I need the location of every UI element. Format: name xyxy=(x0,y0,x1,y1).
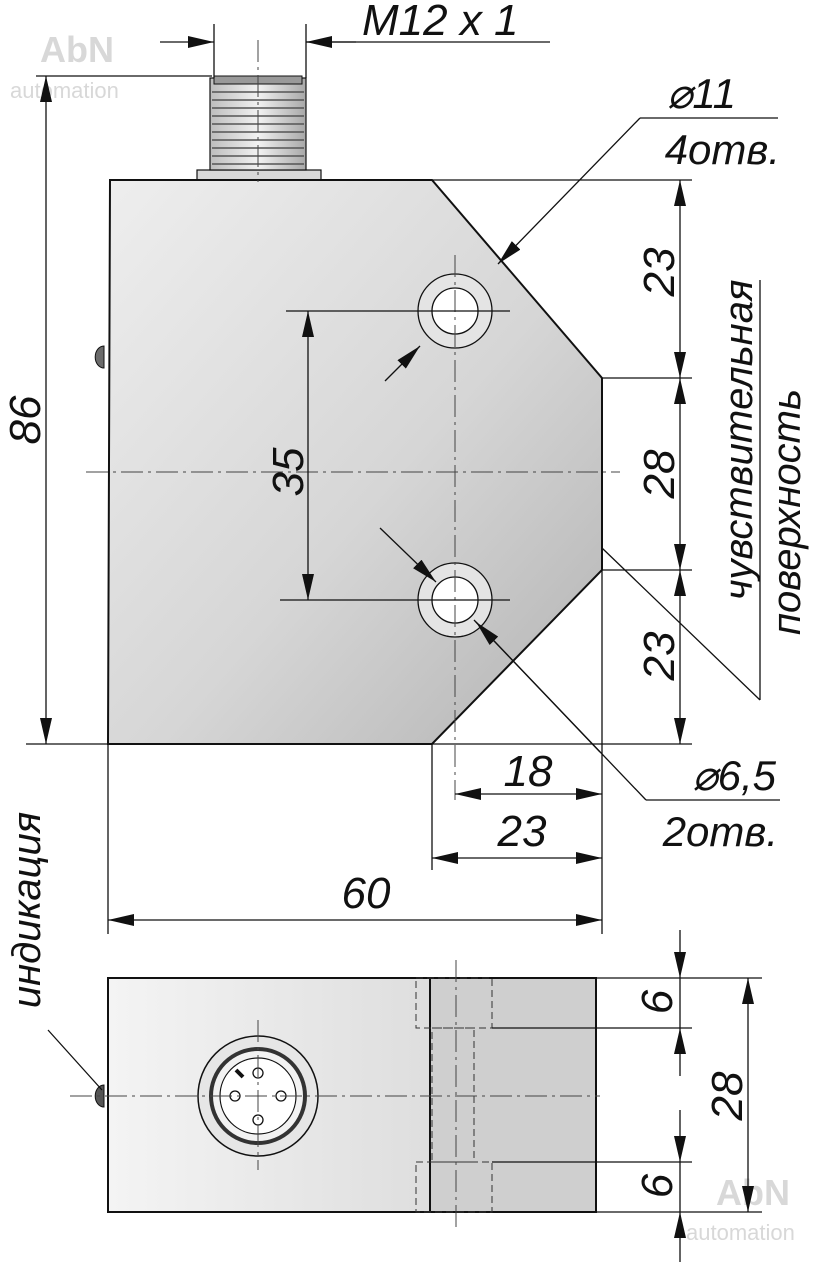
sensing-face-bottom xyxy=(429,977,597,1213)
label-bottom-18: 18 xyxy=(504,747,553,796)
leader-lines xyxy=(379,117,780,801)
label-bottom-23: 23 xyxy=(497,807,547,856)
label-hole-spacing-35: 35 xyxy=(264,447,313,496)
label-width-60: 60 xyxy=(342,869,391,918)
watermark-tagline-2: automation xyxy=(686,1220,795,1245)
indication-leader xyxy=(47,1029,103,1091)
sensor-body-front xyxy=(106,179,603,745)
label-height-86: 86 xyxy=(1,395,50,444)
dimension-lines xyxy=(40,36,686,926)
mounting-hole-upper xyxy=(417,273,493,349)
label-hole-count-4: 4отв. xyxy=(665,126,780,173)
label-thread: M12 x 1 xyxy=(362,0,519,45)
watermark-brand-2: AbN xyxy=(716,1172,790,1213)
label-right-bottom-23: 23 xyxy=(635,631,684,681)
watermark-tagline: automation xyxy=(10,78,119,103)
hidden-holes xyxy=(415,977,493,1213)
connector xyxy=(196,75,322,183)
label-hole-diameter-6-5: ⌀6,5 xyxy=(692,752,776,799)
label-sensing-surface-1: чувствительная xyxy=(717,280,761,601)
label-side-bottom-6: 6 xyxy=(633,1173,682,1198)
watermark-brand: AbN xyxy=(40,29,114,70)
indicator-led xyxy=(94,345,105,369)
label-sensing-surface-2: поверхность xyxy=(765,389,809,635)
label-right-middle-28: 28 xyxy=(635,449,684,499)
sensor-body-bottom xyxy=(107,977,431,1213)
watermark-bottom: AbN automation xyxy=(686,1172,795,1245)
label-right-top-23: 23 xyxy=(635,247,684,297)
label-side-28: 28 xyxy=(703,1071,752,1121)
label-hole-count-2: 2отв. xyxy=(662,808,778,855)
label-side-top-6: 6 xyxy=(633,989,682,1014)
label-hole-diameter-11: ⌀11 xyxy=(667,70,736,117)
label-indication: индикация xyxy=(5,812,49,1008)
dimension-lines-bottom xyxy=(674,930,754,1262)
watermark-top: AbN automation xyxy=(10,29,119,103)
